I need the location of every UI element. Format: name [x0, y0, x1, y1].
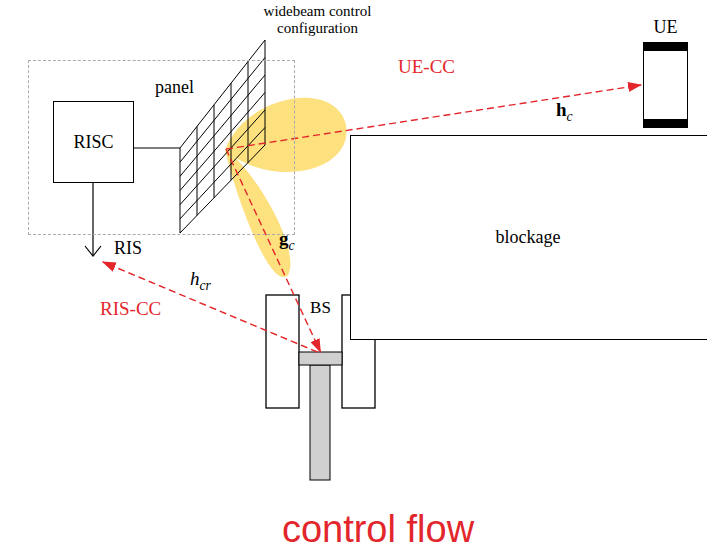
- blockage-box: blockage: [350, 135, 707, 340]
- node-text: RISC: [73, 132, 113, 153]
- node-text: blockage: [496, 227, 561, 248]
- grid-line: [180, 145, 265, 233]
- grid-line: [180, 58, 265, 163]
- channel-symbol: hc: [556, 99, 573, 125]
- node-text: BS: [299, 298, 342, 318]
- grid-line: [180, 110, 265, 205]
- risc-box: RISC: [53, 101, 134, 183]
- caption: control flow: [230, 508, 526, 552]
- node-text: RIS: [114, 238, 142, 259]
- panel: panel: [181, 41, 266, 234]
- bs-mount: [299, 352, 342, 365]
- node-text: panel: [155, 77, 194, 98]
- control-link: [226, 149, 320, 352]
- bs-cabinet: [266, 295, 299, 408]
- configuration-note: widebeam control configuration: [230, 3, 405, 38]
- risc-panel-wire: [133, 147, 180, 148]
- link-label: UE-CC: [398, 56, 455, 78]
- link-label: RIS-CC: [100, 298, 161, 320]
- ris-region: RISRISCpanel: [28, 60, 295, 235]
- channel-symbol: gc: [279, 228, 295, 254]
- node-text: UE: [644, 17, 687, 38]
- bs-pole: [310, 365, 330, 480]
- base-station: BS: [299, 295, 342, 352]
- narrow-beam-lobe: [225, 150, 290, 277]
- antenna-stem: [92, 182, 93, 256]
- channel-symbol: hcr: [190, 268, 211, 294]
- antenna-symbol: [85, 246, 101, 256]
- ue-device: UE: [643, 42, 688, 128]
